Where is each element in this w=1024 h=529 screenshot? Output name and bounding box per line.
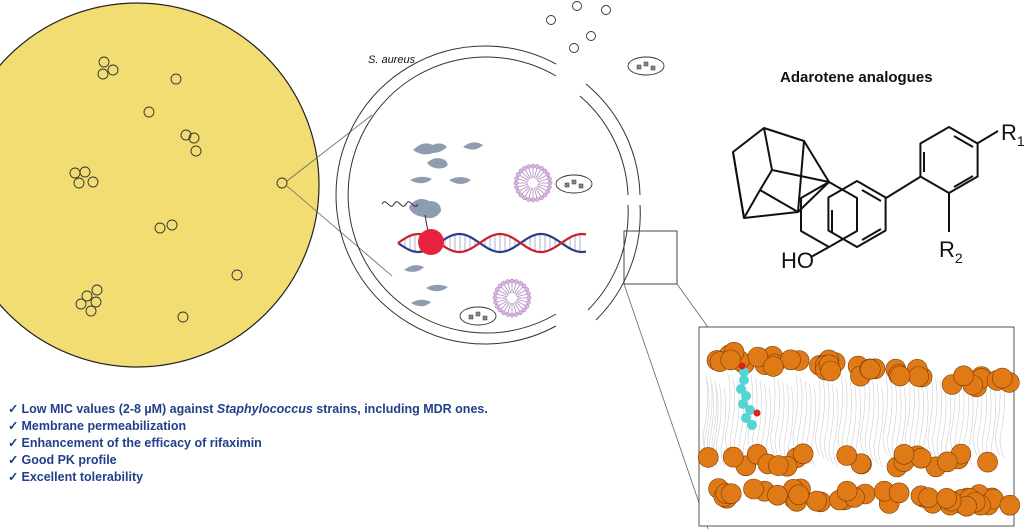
check-icon: ✓ (8, 402, 19, 416)
colony (177, 311, 189, 323)
finding-item: ✓Membrane permeabilization (8, 419, 187, 433)
colony (79, 166, 91, 178)
lipid-head (893, 443, 915, 465)
colony (73, 177, 85, 189)
colony (166, 219, 178, 231)
lipid-head (953, 365, 974, 387)
released-molecules (546, 1, 611, 53)
micelles (492, 163, 553, 318)
colonies (69, 56, 288, 323)
lipid-head (977, 451, 998, 473)
lipid-head (859, 358, 881, 380)
lipid-head (767, 455, 789, 476)
micelle (492, 278, 532, 318)
lipid-head (788, 484, 810, 506)
lipid-head (767, 484, 788, 506)
agar-plate (0, 2, 320, 368)
proteins (404, 142, 483, 307)
lipid-head (720, 349, 742, 371)
colony (180, 129, 192, 141)
check-icon: ✓ (8, 453, 19, 467)
colony (97, 68, 109, 80)
lipid-head (720, 483, 742, 505)
lipid-head (918, 487, 939, 509)
check-icon: ✓ (8, 419, 19, 433)
biphenyl-rings (810, 126, 999, 258)
findings-list: ✓Low MIC values (2-8 µM) against Staphyl… (8, 401, 488, 486)
finding-item: ✓Low MIC values (2-8 µM) against Staphyl… (8, 402, 488, 416)
lipid-head (747, 346, 769, 368)
colony (190, 145, 202, 157)
lipid-head (999, 494, 1021, 516)
lipid-head (763, 356, 784, 377)
check-icon: ✓ (8, 436, 19, 450)
finding-item: ✓Good PK profile (8, 453, 117, 467)
zoom-line-bottom (286, 185, 393, 277)
colony (276, 177, 288, 189)
bacterial-cell (335, 45, 641, 345)
colony (170, 73, 182, 85)
lipid-head (792, 443, 814, 465)
lipid-head (910, 447, 932, 469)
lipid-head (806, 490, 827, 512)
membrane-panel (697, 326, 1021, 527)
colony (107, 64, 119, 76)
colony (143, 106, 155, 118)
finding-item: ✓Excellent tolerability (8, 470, 144, 484)
colony (231, 269, 243, 281)
chemical-structure (732, 127, 858, 248)
colony (91, 284, 103, 296)
colony (75, 298, 87, 310)
colony (98, 56, 110, 68)
vesicles (459, 56, 665, 326)
colony (90, 296, 102, 308)
colony (85, 305, 97, 317)
lipid-head (937, 451, 958, 473)
zoom-line-top (286, 114, 373, 182)
lipid-head (836, 480, 858, 502)
r2-label: R2 (939, 237, 963, 266)
mrna-coil (381, 201, 419, 207)
lipid-head (743, 478, 764, 500)
colony (188, 132, 200, 144)
colony (87, 176, 99, 188)
colony (81, 290, 93, 302)
lipid-head (722, 446, 744, 468)
finding-item: ✓Enhancement of the efficacy of rifaximi… (8, 436, 262, 450)
lipid-head (936, 487, 957, 509)
colony (154, 222, 166, 234)
membrane-zoom-box (623, 230, 678, 285)
lipid-head (908, 366, 929, 387)
lipid-head (889, 365, 911, 387)
lipid-head (836, 445, 858, 466)
organism-label: S. aureus (368, 54, 416, 66)
check-icon: ✓ (8, 470, 19, 484)
r1-label: R1 (1001, 120, 1024, 149)
micelle (513, 163, 553, 203)
hydroxyl-label: HO (781, 248, 814, 273)
lipid-head (697, 447, 719, 468)
rna-polymerase (418, 229, 444, 255)
lipid-head (888, 482, 910, 504)
ligand-molecule (736, 362, 761, 430)
lipid-head (820, 360, 842, 382)
compound-title: Adarotene analogues (780, 69, 933, 86)
lipid-head (991, 367, 1013, 389)
